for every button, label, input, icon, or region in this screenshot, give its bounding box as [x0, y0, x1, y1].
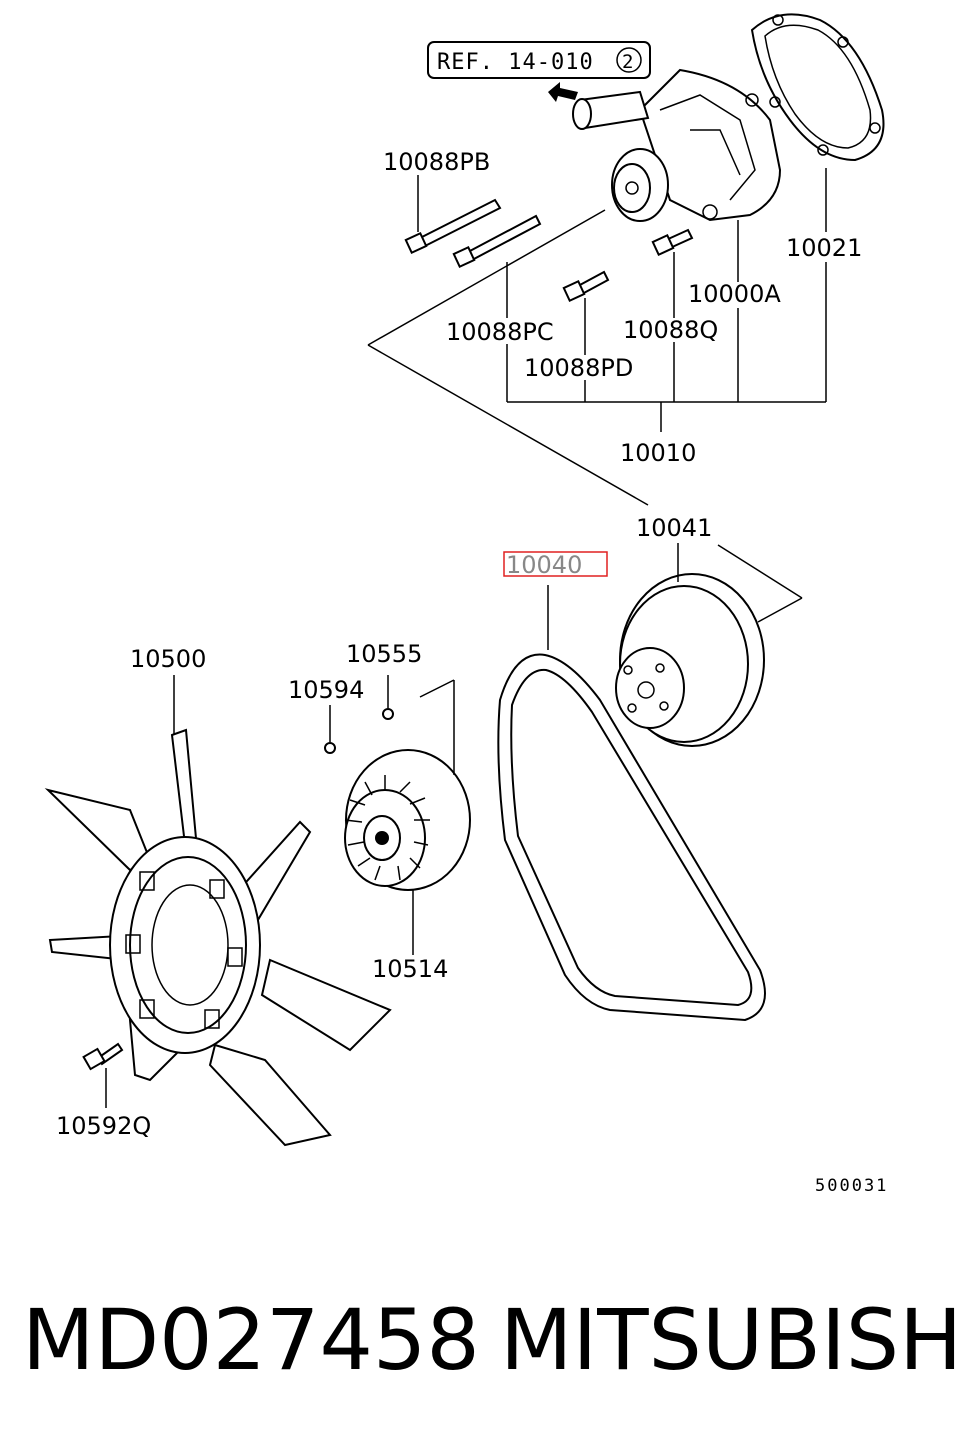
bolt-10088PC [452, 214, 542, 269]
part-number: MD027458 [22, 1291, 480, 1389]
label-10010: 10010 [620, 439, 696, 467]
label-10514: 10514 [372, 955, 448, 983]
label-10088PC: 10088PC [446, 318, 554, 346]
water-pump [572, 68, 782, 222]
gasket [750, 13, 885, 162]
bolt-10088PB [404, 198, 502, 255]
leader-lines-pulley [677, 543, 803, 623]
brand-name: MITSUBISHI [500, 1291, 960, 1389]
reference-arrow-icon [548, 82, 578, 102]
label-10088PB: 10088PB [383, 148, 490, 176]
label-10088PD: 10088PD [524, 354, 633, 382]
reference-text: REF. 14-010 [437, 50, 594, 75]
fan-clutch [324, 708, 471, 891]
label-10000A: 10000A [688, 280, 781, 308]
diagram-code: 500031 [815, 1176, 888, 1196]
product-caption: MD027458 MITSUBISHI [0, 1290, 960, 1400]
reference-callout: REF. 14-010 2 [427, 41, 651, 102]
leader-lines-upper [367, 168, 827, 506]
highlight-box [503, 551, 608, 577]
bolt-10088Q [651, 228, 694, 257]
label-10021: 10021 [786, 234, 862, 262]
label-10040: 10040 [506, 551, 582, 579]
leader-lines-fan-clutch [329, 675, 455, 955]
bolt-10088PD [562, 270, 610, 303]
label-10088Q: 10088Q [623, 316, 718, 344]
label-10592Q: 10592Q [56, 1112, 151, 1140]
label-10594: 10594 [288, 676, 364, 704]
label-10500: 10500 [130, 645, 206, 673]
label-10041: 10041 [636, 514, 712, 542]
reference-circled-number: 2 [622, 51, 634, 73]
parts-diagram: REF. 14-010 2 [44, 13, 888, 1196]
v-belt [497, 585, 766, 1022]
pulley [615, 573, 765, 747]
label-10555: 10555 [346, 640, 422, 668]
bolt-10592Q [82, 1042, 124, 1108]
cooling-fan [44, 728, 392, 1147]
